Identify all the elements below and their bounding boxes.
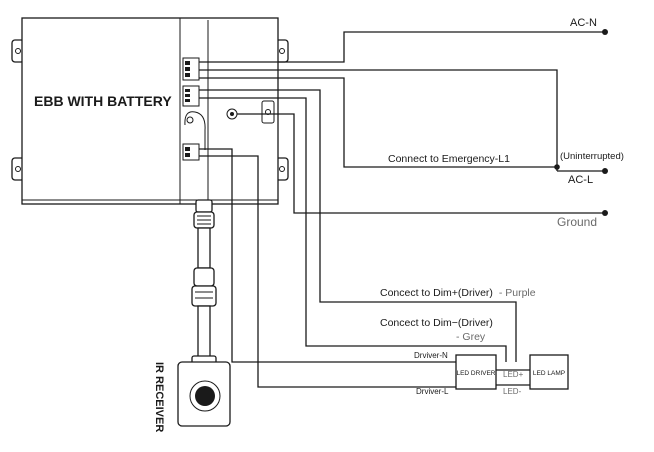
ir-receiver <box>177 361 231 427</box>
terminal-ac-n <box>602 29 608 35</box>
led-driver-label: LED DRIVER <box>456 370 495 377</box>
ebb-housing <box>11 17 289 205</box>
label-dim-minus-color: - Grey <box>456 331 486 343</box>
led-lamp-label: LED LAMP <box>533 370 565 377</box>
ir-sensor-icon <box>189 380 221 412</box>
wire-ground <box>237 113 605 214</box>
wire-ac-n <box>199 31 605 63</box>
label-emergency-l1: Connect to Emergency-L1 <box>388 153 510 165</box>
wire-emergency-l1 <box>199 77 557 168</box>
wire-dim-minus <box>199 97 507 362</box>
label-uninterrupted: (Uninterrupted) <box>560 151 624 162</box>
label-led-minus: LED- <box>503 387 522 396</box>
wires <box>199 31 605 388</box>
junction-node <box>554 164 560 170</box>
led-driver-box <box>455 354 497 390</box>
wire-dim-plus <box>199 89 517 362</box>
label-ac-n: AC-N <box>570 17 597 29</box>
label-led-plus: LED+ <box>503 370 524 379</box>
led-lamp-box <box>529 354 569 390</box>
label-ground: Ground <box>557 215 597 229</box>
dim-terminal-block <box>182 143 200 161</box>
ebb-box <box>21 17 279 205</box>
label-dim-plus: Concect to Dim+(Driver) - Purple <box>380 287 536 299</box>
terminal-ground <box>602 210 608 216</box>
wire-ac-l <box>199 69 558 171</box>
ebb-title: EBB WITH BATTERY <box>34 93 172 109</box>
wire-driver-n <box>199 148 456 363</box>
label-ac-l: AC-L <box>568 174 593 186</box>
terminal-ac-l <box>602 168 608 174</box>
test-switch <box>261 100 275 124</box>
wire-driver-l <box>199 155 456 388</box>
label-driver-n: Drviver-N <box>414 351 448 360</box>
label-driver-l: Drviver-L <box>416 387 449 396</box>
label-dim-minus: Concect to Dim−(Driver) <box>380 317 493 329</box>
label-dim-plus-color: - Purple <box>499 287 536 299</box>
label-dim-plus-text: Concect to Dim+(Driver) <box>380 287 493 299</box>
ir-receiver-cable <box>191 199 217 365</box>
ir-receiver-label: IR RECEIVER <box>153 362 165 432</box>
